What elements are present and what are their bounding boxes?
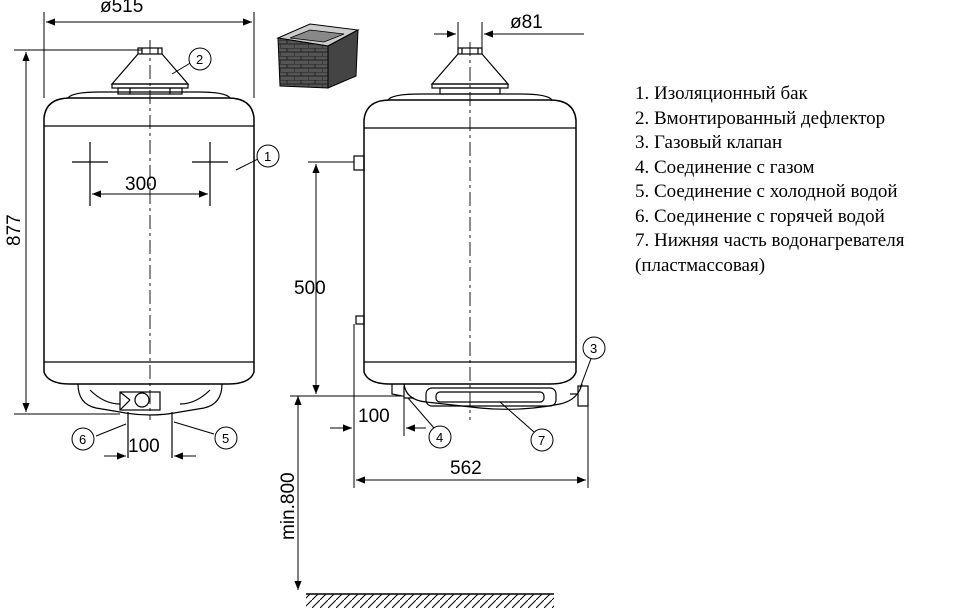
dim-side-pipe-offset: 100 bbox=[358, 406, 390, 427]
callout-4: 4 bbox=[436, 430, 443, 445]
legend-item-5: 5. Соединение с холодной водой bbox=[635, 181, 898, 202]
callout-circle-1 bbox=[256, 144, 280, 168]
dim-height: 877 bbox=[4, 214, 25, 246]
dim-depth: 562 bbox=[450, 458, 482, 479]
callout-6: 6 bbox=[79, 432, 86, 447]
callout-circle-5 bbox=[214, 426, 238, 450]
side-tank-body bbox=[363, 99, 577, 385]
dim-inlet-spacing: 300 bbox=[125, 174, 157, 195]
front-tank-body bbox=[43, 97, 255, 385]
callout-5: 5 bbox=[222, 431, 229, 446]
legend-item-7: 7. Нижняя часть водонагревателя (пластма… bbox=[635, 230, 905, 276]
dim-floor-clearance: min.800 bbox=[278, 472, 299, 540]
front-dimension-lines bbox=[14, 12, 255, 460]
dim-gas-water-height: 500 bbox=[294, 278, 326, 299]
legend-item-4: 4. Соединение с газом bbox=[635, 156, 815, 178]
side-view bbox=[353, 42, 589, 420]
legend-item-6: 6. Соединение с горячей водой bbox=[635, 205, 885, 227]
legend-item-1: 1. Изоляционный бак bbox=[635, 83, 808, 104]
front-callouts bbox=[71, 47, 280, 451]
chimney-icon bbox=[276, 23, 360, 89]
callout-3: 3 bbox=[590, 341, 597, 356]
dim-bottom-pipe-spacing: 100 bbox=[128, 436, 160, 457]
callout-circle-3 bbox=[582, 336, 606, 360]
callout-1: 1 bbox=[264, 149, 271, 164]
dim-tank-diameter: ø515 bbox=[100, 0, 143, 17]
side-callouts bbox=[407, 336, 606, 452]
callout-2: 2 bbox=[196, 52, 203, 67]
dim-flue-diameter: ø81 bbox=[510, 12, 543, 33]
callout-circle-2 bbox=[188, 47, 212, 71]
callout-circle-7 bbox=[530, 428, 554, 452]
front-view bbox=[43, 40, 255, 458]
callout-circle-6 bbox=[71, 427, 95, 451]
legend: 1. Изоляционный бак 2. Вмонтированный де… bbox=[635, 82, 953, 278]
callout-7: 7 bbox=[538, 433, 545, 448]
floor bbox=[306, 593, 554, 608]
side-dimension-lines bbox=[290, 22, 589, 590]
legend-item-2: 2. Вмонтированный дефлектор bbox=[635, 107, 886, 129]
callout-circle-4 bbox=[428, 425, 452, 449]
legend-item-3: 3. Газовый клапан bbox=[635, 132, 783, 153]
